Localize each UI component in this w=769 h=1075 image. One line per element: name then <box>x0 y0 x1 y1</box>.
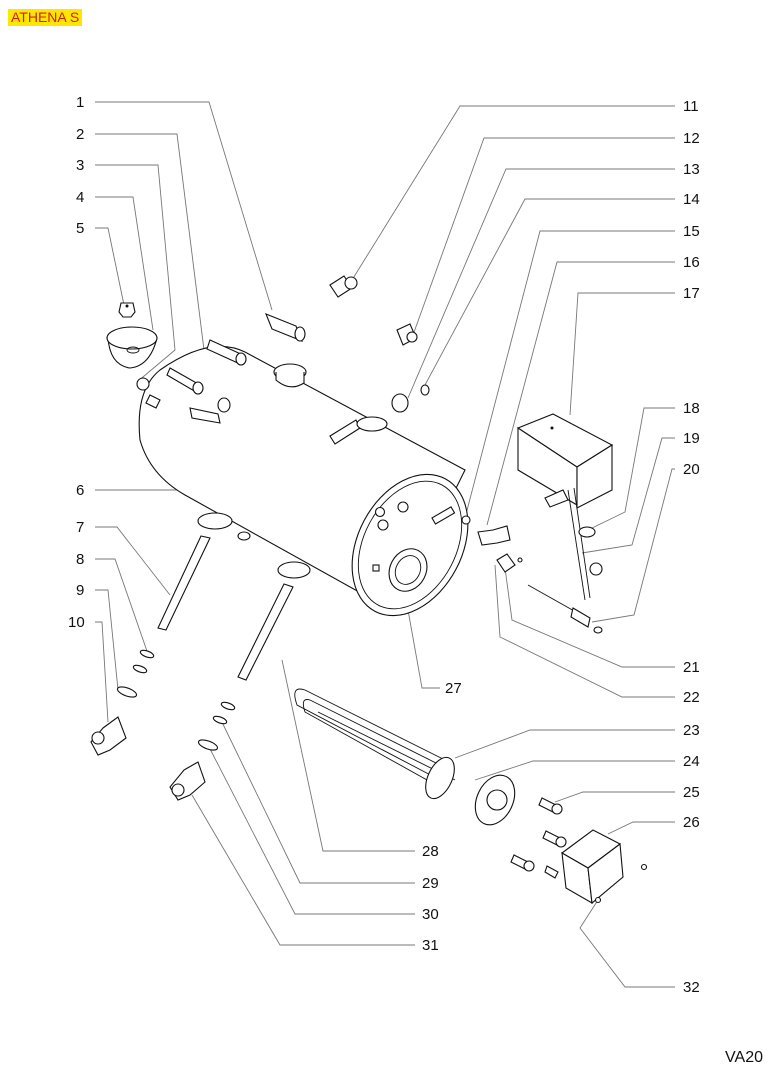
callout-31: 31 <box>422 937 439 954</box>
part-26-terminal-cover <box>560 829 624 905</box>
part-21-22-bracket <box>496 553 523 573</box>
part-11-elbow <box>329 275 358 298</box>
part-14-plug <box>420 384 430 396</box>
callout-5: 5 <box>76 220 84 237</box>
callout-21: 21 <box>683 659 700 676</box>
part-30-gasket <box>197 739 219 751</box>
leader-3 <box>95 164 176 383</box>
leader-8 <box>95 558 149 655</box>
leader-4 <box>95 196 154 331</box>
leader-13 <box>407 168 675 399</box>
callout-11: 11 <box>683 98 699 115</box>
leader-30 <box>207 744 415 915</box>
callout-25: 25 <box>683 784 700 801</box>
leader-25 <box>554 791 675 803</box>
leader-23 <box>454 729 675 759</box>
callout-26: 26 <box>683 814 700 831</box>
part-31-valve <box>169 761 206 801</box>
part-20-probe <box>527 584 603 634</box>
drawing-code: VA20 <box>725 1049 763 1066</box>
part-32-screws <box>594 863 648 904</box>
callout-6: 6 <box>76 482 84 499</box>
callout-8: 8 <box>76 551 84 568</box>
leader-32 <box>579 899 675 988</box>
leader-10 <box>95 621 109 723</box>
part-28-tube <box>237 561 311 681</box>
leader-24 <box>474 760 675 781</box>
leader-21 <box>504 567 675 668</box>
callout-9: 9 <box>76 582 84 599</box>
leader-15 <box>464 230 675 519</box>
leaders-left <box>95 101 273 723</box>
callout-1: 1 <box>76 94 84 111</box>
callout-29: 29 <box>422 875 439 892</box>
leader-7 <box>95 526 171 596</box>
leader-19 <box>581 437 675 554</box>
callout-22: 22 <box>683 689 700 706</box>
part-4-funnel-cup <box>106 326 158 369</box>
leader-11 <box>351 105 675 281</box>
part-8-oring <box>132 649 155 674</box>
boiler-tank <box>138 345 471 617</box>
leader-17 <box>569 292 675 416</box>
part-18-washer <box>578 526 596 538</box>
leader-18 <box>587 407 675 531</box>
leader-9 <box>95 589 119 691</box>
leader-27 <box>407 609 440 689</box>
leader-2 <box>95 133 211 399</box>
part-12-elbow <box>396 323 418 346</box>
part-7-tube <box>157 512 251 631</box>
part-25-bolts <box>510 797 567 879</box>
callout-12: 12 <box>683 130 700 147</box>
callout-14: 14 <box>683 191 700 208</box>
part-23-24-heating-element <box>294 688 516 826</box>
callout-28: 28 <box>422 843 439 860</box>
leader-16 <box>486 261 675 526</box>
leader-22 <box>494 564 675 698</box>
callout-15: 15 <box>683 223 700 240</box>
callout-27: 27 <box>445 680 462 697</box>
part-5-plug <box>118 302 136 318</box>
leader-31 <box>191 794 415 946</box>
leader-20 <box>591 468 675 623</box>
model-title-badge: ATHENA S <box>8 9 83 26</box>
part-29-oring <box>212 701 236 725</box>
callout-19: 19 <box>683 430 700 447</box>
leader-5 <box>95 227 125 306</box>
part-1-hex-coupling <box>265 313 306 342</box>
tank-top-fittings <box>136 339 388 445</box>
leader-14 <box>424 198 675 386</box>
leader-12 <box>412 137 675 336</box>
leader-28 <box>281 659 415 852</box>
part-10-valve <box>90 716 127 756</box>
part-17-pressure-switch <box>516 413 614 601</box>
leader-26 <box>607 821 675 835</box>
callout-13: 13 <box>683 161 700 178</box>
part-16-elbow <box>477 525 511 546</box>
callout-23: 23 <box>683 722 700 739</box>
part-19-pipe-nut <box>589 562 603 576</box>
callout-7: 7 <box>76 519 84 536</box>
callout-2: 2 <box>76 126 84 143</box>
callout-24: 24 <box>683 753 700 770</box>
leader-29 <box>219 717 415 884</box>
callout-32: 32 <box>683 979 700 996</box>
callout-3: 3 <box>76 157 84 174</box>
callout-4: 4 <box>76 189 84 206</box>
leaders-right <box>191 105 675 988</box>
callout-20: 20 <box>683 461 700 478</box>
callout-10: 10 <box>68 614 85 631</box>
callouts: 1 2 3 4 5 6 7 8 9 10 11 12 13 14 15 16 1… <box>68 94 700 996</box>
leader-1 <box>95 101 273 311</box>
part-9-gasket <box>116 686 138 698</box>
callout-16: 16 <box>683 254 700 271</box>
callout-17: 17 <box>683 285 700 302</box>
callout-30: 30 <box>422 906 439 923</box>
callout-18: 18 <box>683 400 700 417</box>
part-13-nut <box>391 393 409 413</box>
